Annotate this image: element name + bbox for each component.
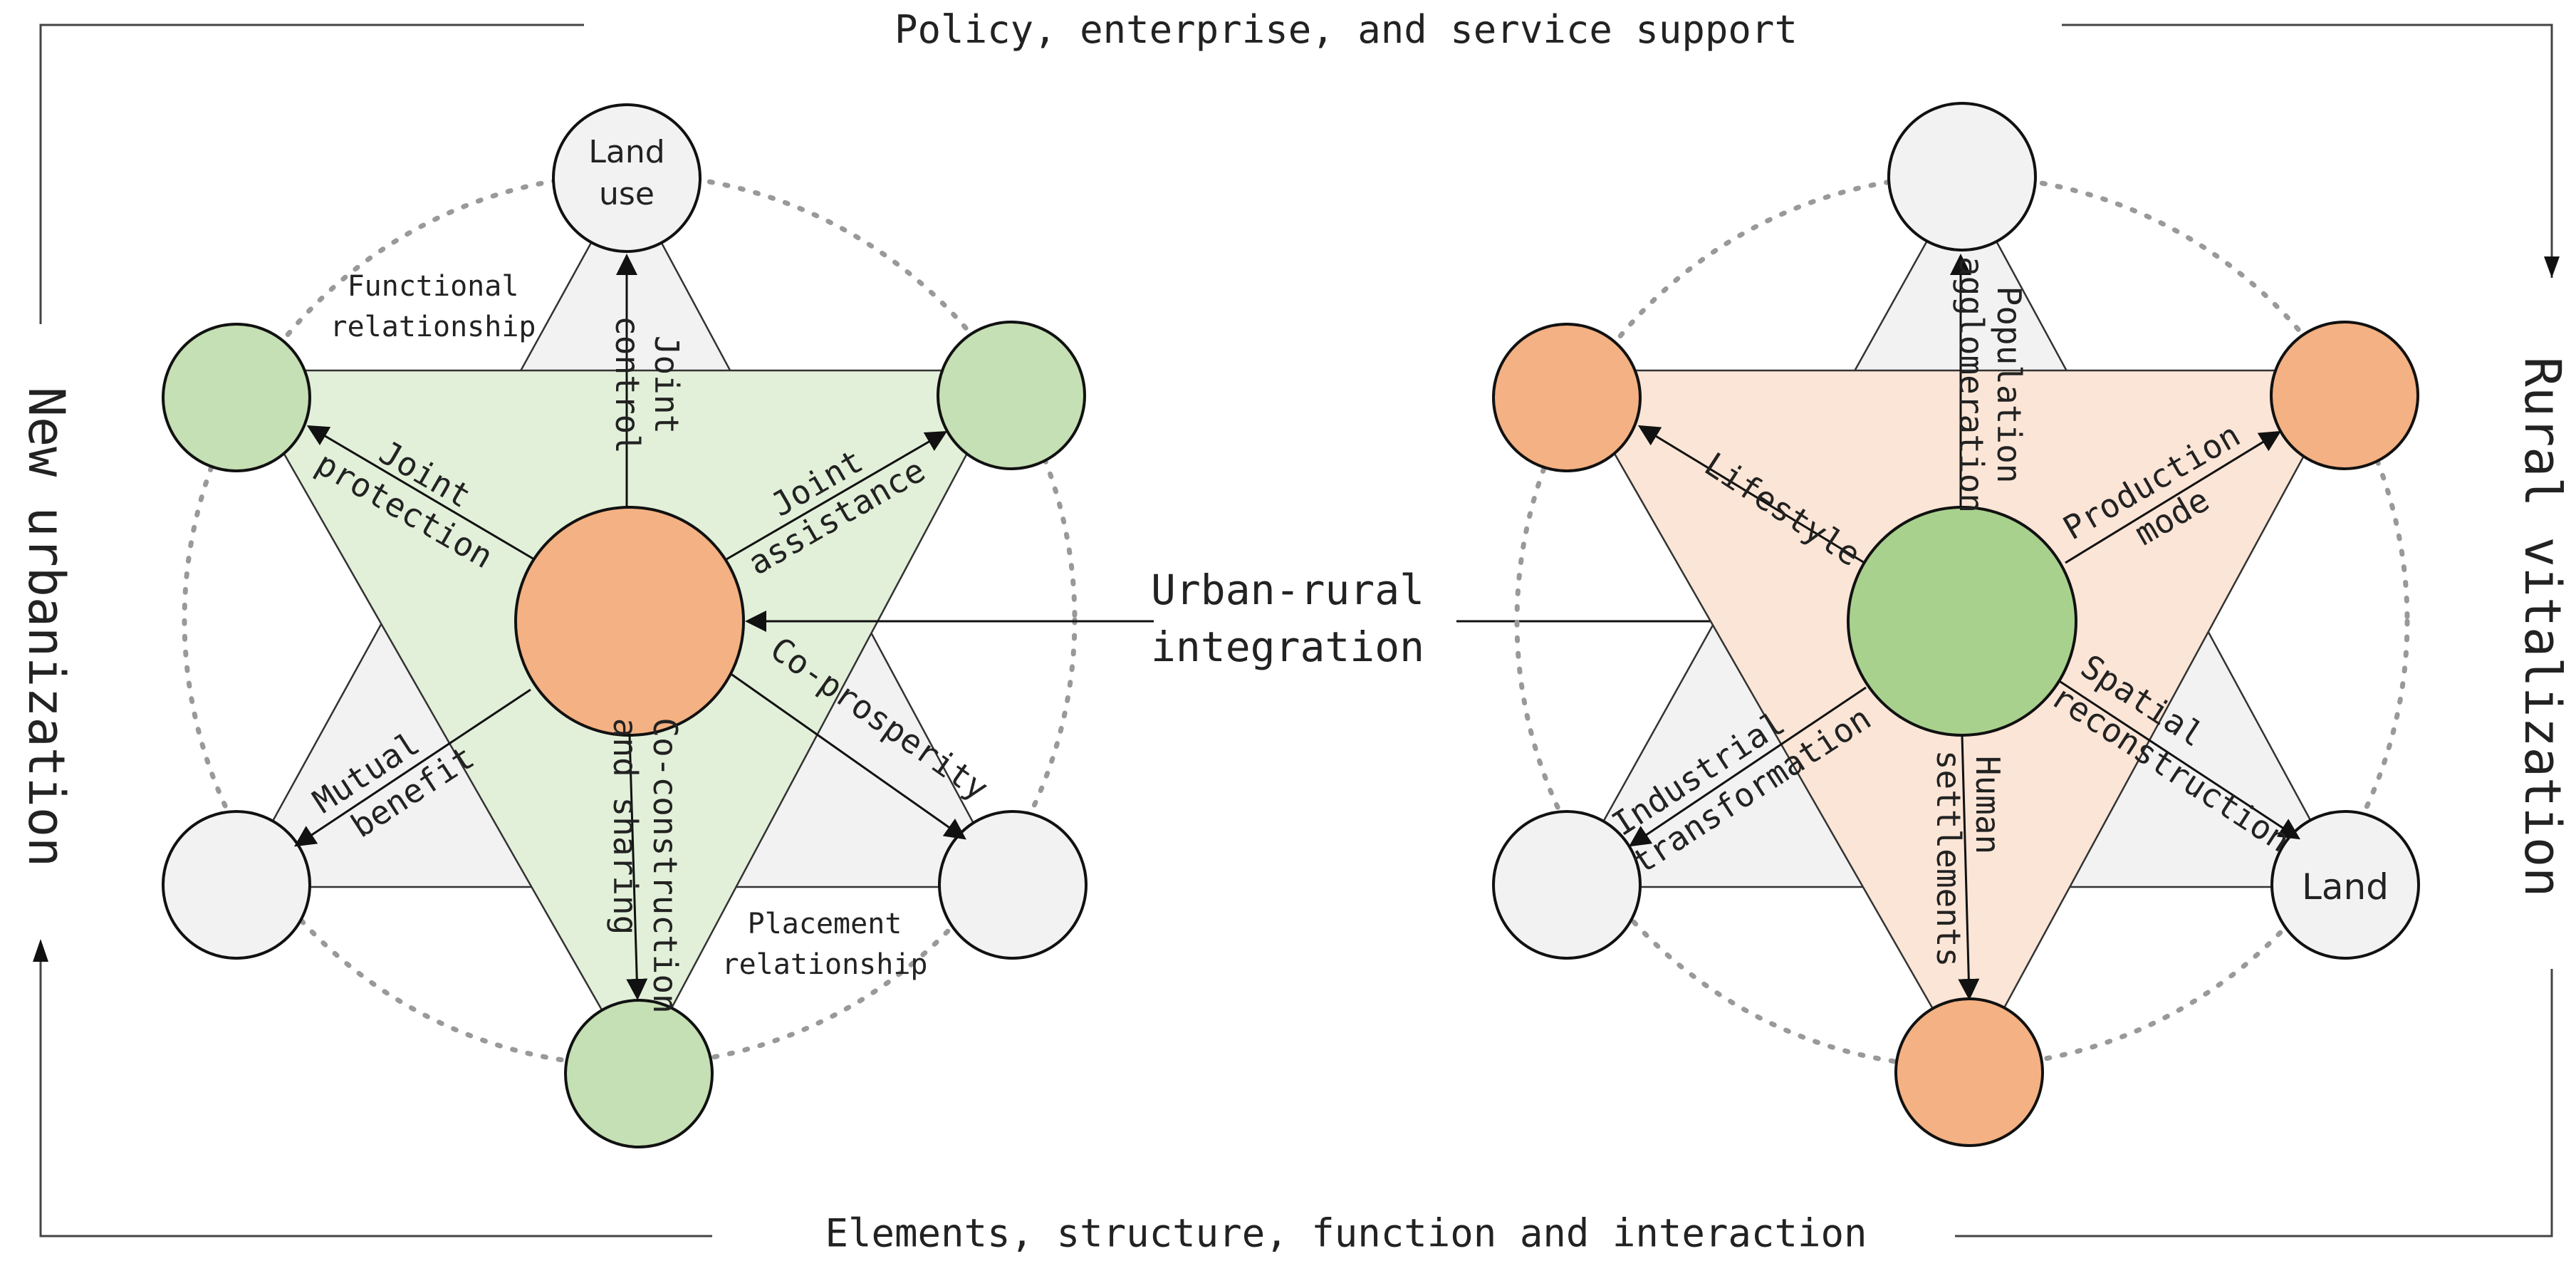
frame-left-label: New urbanization: [17, 387, 75, 867]
left-placement-label-line2: relationship: [722, 948, 928, 981]
right-node-land: [2270, 810, 2420, 960]
left-functional-label-line1: Functional: [348, 270, 519, 303]
right-node-bottom-left: [1492, 810, 1642, 960]
right-arrow-human-settlements: [1958, 735, 1980, 1000]
left-joint-control-line1: Joint: [647, 336, 686, 434]
right-arrow-industrial: [1629, 686, 1867, 847]
right-node-bottom: [1894, 997, 2044, 1147]
right-human-settlements-label: Human settlements: [1929, 750, 2007, 967]
left-node-top-left: [162, 323, 311, 472]
left-arrow-joint-assistance: [726, 430, 948, 561]
left-co-construction-line1: Co-construction: [646, 717, 684, 1013]
right-node-top-right: [2270, 321, 2419, 470]
left-joint-control-line2: control: [608, 316, 647, 454]
frame-bottom-label: Elements, structure, function and intera…: [825, 1211, 1867, 1256]
frame-bottom-left: [39, 958, 712, 1237]
frame-bottom-right: [1955, 969, 2553, 1237]
left-arrows: [294, 254, 966, 1000]
left-center-node: [514, 506, 745, 737]
frame-top-left: [39, 24, 584, 324]
left-node-bottom-right: [938, 810, 1088, 960]
right-human-line1: Human: [1968, 756, 2007, 854]
right-arrow-production: [2065, 430, 2282, 564]
right-population-line1: Population: [1990, 286, 2028, 484]
left-arrow-co-prosperity: [729, 672, 966, 840]
right-population-line2: agglomeration: [1952, 256, 1991, 513]
frame-arrow-up-icon: [33, 939, 48, 962]
right-center-node: [1847, 506, 2077, 737]
right-population-label: Population agglomeration: [1952, 256, 2028, 513]
right-node-land-label: Land: [2302, 866, 2389, 908]
left-placement-label-line1: Placement: [748, 908, 902, 940]
frame-right-label: Rural vitalization: [2513, 357, 2572, 898]
outer-frame: [39, 24, 2553, 1237]
right-diagram: Land Population agglomeration Lifestyle …: [1492, 102, 2420, 1147]
frame-top-label: Policy, enterprise, and service support: [895, 7, 1798, 52]
left-node-bottom: [564, 999, 714, 1148]
left-joint-control-label: Joint control: [608, 316, 686, 454]
left-arrow-joint-protection: [306, 425, 535, 561]
right-arrow-lifestyle: [1637, 425, 1865, 564]
left-arrow-co-construction: [626, 735, 648, 1000]
left-co-construction-label: Co-construction and sharing: [606, 717, 684, 1013]
right-node-top: [1887, 102, 2037, 251]
left-node-land-use-line2: use: [599, 176, 655, 212]
frame-top-right: [2062, 24, 2553, 278]
left-diagram: Land use Functional relationship Placeme…: [162, 103, 1088, 1148]
center-label-line2: integration: [1151, 623, 1424, 671]
frame-arrow-down-icon: [2544, 256, 2560, 278]
right-arrow-spatial: [2058, 679, 2301, 840]
left-node-land-use-line1: Land: [588, 134, 664, 170]
center-label-line1: Urban-rural: [1151, 566, 1424, 614]
right-node-top-left: [1492, 323, 1642, 472]
left-node-land-use: [552, 103, 702, 253]
right-human-line2: settlements: [1929, 750, 1968, 967]
left-co-construction-line2: and sharing: [606, 718, 645, 935]
center-integration: Urban-rural integration: [745, 566, 1847, 671]
left-functional-label-line2: relationship: [330, 311, 536, 343]
left-node-top-right: [937, 321, 1086, 470]
left-node-bottom-left: [162, 810, 311, 960]
left-arrow-mutual-benefit: [294, 688, 531, 847]
right-arrows: [1629, 254, 2301, 1000]
